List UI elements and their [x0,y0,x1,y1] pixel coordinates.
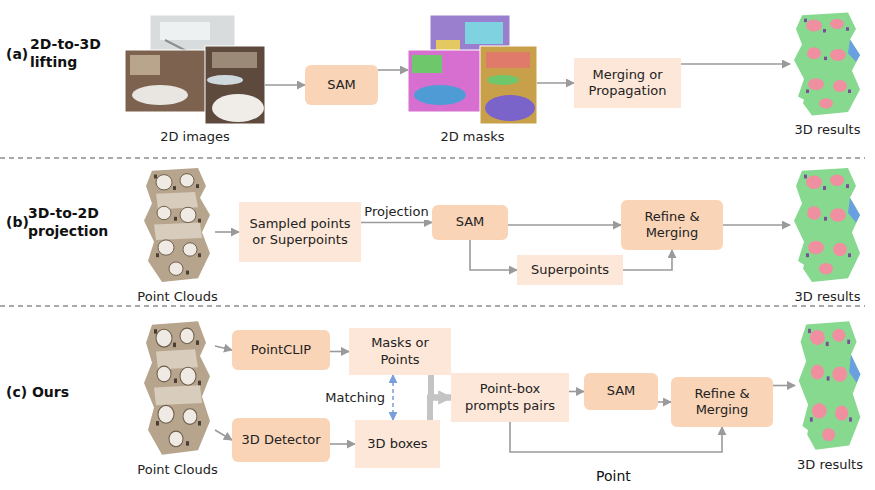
box-label: Refine & Merging [675,386,769,419]
separator [0,157,865,158]
flow-arrow [470,240,517,270]
flow-arrow [215,231,239,233]
process-box: 3D Detector [232,418,330,462]
image-node: Point Clouds [140,165,215,285]
image-node: 3D results [790,10,865,118]
image-node: 2D masks [408,15,537,125]
process-box: SAM [584,373,658,410]
box-label: Superpoints [531,262,609,278]
result-cloud [794,168,860,282]
box-label: Sampled points or Superpoints [243,216,357,249]
process-box: SAM [305,65,378,105]
separator [0,305,865,306]
flow-arrow [430,398,451,421]
result-cloud [794,13,860,116]
process-box: PointCLIP [232,330,330,370]
result-cloud [799,321,861,450]
flow-arrow [508,224,621,226]
image-node: 2D images [125,15,265,125]
image-caption: 2D images [160,129,230,145]
flow-arrow [361,222,432,224]
flow-arrow [723,224,790,226]
box-label: Masks or Points [353,335,447,368]
image-caption: 3D results [797,457,863,473]
image-node: Point Clouds [140,318,215,458]
matching-arrow [392,375,394,420]
process-box: Point-box prompts pairs [451,373,569,422]
row-label: (c) Ours [6,384,69,402]
flow-arrow [265,84,305,86]
process-box: 3D boxes [355,420,440,468]
row-label: (b) [6,214,29,232]
image-caption: 3D results [795,122,861,138]
process-box: Superpoints [517,255,623,285]
note-label: Point [596,468,631,486]
image-caption: Point Clouds [137,462,217,478]
flow-arrow [330,443,355,445]
flow-arrow [681,63,790,65]
point-cloud [144,321,210,454]
process-box: Merging or Propagation [574,58,681,108]
process-box: Refine & Merging [671,377,773,427]
process-box: Sampled points or Superpoints [239,202,361,262]
box-label: Refine & Merging [625,209,719,242]
point-cloud [144,168,210,282]
box-label: 3D Detector [241,432,320,448]
edge-label: Projection [362,204,430,220]
box-label: PointCLIP [251,342,311,358]
box-label: SAM [607,383,636,399]
flow-arrow [215,346,232,350]
flow-arrow [431,375,451,398]
image-caption: 3D results [795,289,861,305]
row-label: 2D-to-3D lifting [30,36,116,71]
box-label: 3D boxes [367,436,427,452]
edge-label: Matching [323,390,387,406]
image-caption: 2D masks [440,129,504,145]
flow-arrow [378,69,408,71]
flow-arrow [330,351,349,353]
image-node: 3D results [790,165,865,285]
image-caption: Point Clouds [137,289,217,305]
image-node: 3D results [795,318,865,453]
photo-collage [125,15,265,124]
box-label: SAM [327,77,356,93]
flow-arrow [658,401,671,403]
box-label: SAM [456,214,485,230]
mask-collage [408,15,537,124]
flow-arrow [773,385,795,387]
flow-arrow [215,430,232,440]
flow-arrow [537,82,574,84]
row-label: 3D-to-2D projection [28,205,133,240]
process-box: Masks or Points [349,328,451,375]
process-box: Refine & Merging [621,200,723,250]
flow-arrow [623,250,672,270]
box-label: Point-box prompts pairs [455,381,565,414]
process-box: SAM [432,205,508,240]
box-label: Merging or Propagation [578,67,677,100]
row-label: (a) [6,46,28,64]
flow-arrow [569,391,584,393]
